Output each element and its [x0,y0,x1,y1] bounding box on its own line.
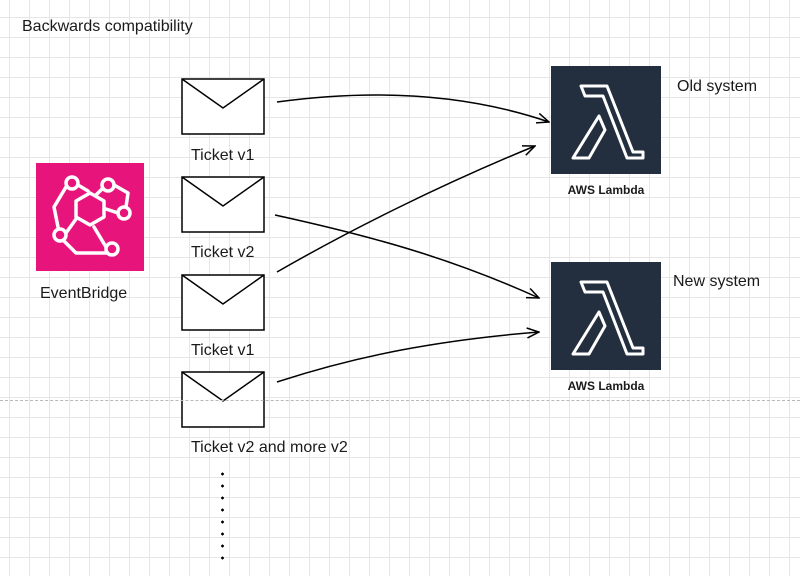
envelope-icon [181,176,265,233]
message-label: Ticket v1 [191,147,255,164]
lambda-label: AWS Lambda [567,183,645,197]
envelope-icon [181,78,265,135]
envelope-icon [181,274,265,331]
arrow-v2more-to-new [276,332,539,383]
new-system-caption: New system [673,273,761,290]
lambda-icon [551,66,661,174]
old-system-caption: Old system [677,78,758,95]
lambda-label: AWS Lambda [567,379,645,393]
diagram-title: Backwards compatibility [22,18,193,35]
continuation-dots [221,468,224,563]
message-label: Ticket v1 [191,342,255,359]
envelope-icon [181,371,265,428]
eventbridge-label: EventBridge [40,285,128,302]
eventbridge-icon [36,163,144,271]
arrow-v1b-to-old [276,146,535,273]
arrow-v2-to-new [274,214,539,298]
message-label: Ticket v2 and more v2 [191,439,348,456]
lambda-icon [551,262,661,370]
message-label: Ticket v2 [191,244,255,261]
arrow-v1-to-old [276,94,549,122]
page-break-line [0,400,800,401]
